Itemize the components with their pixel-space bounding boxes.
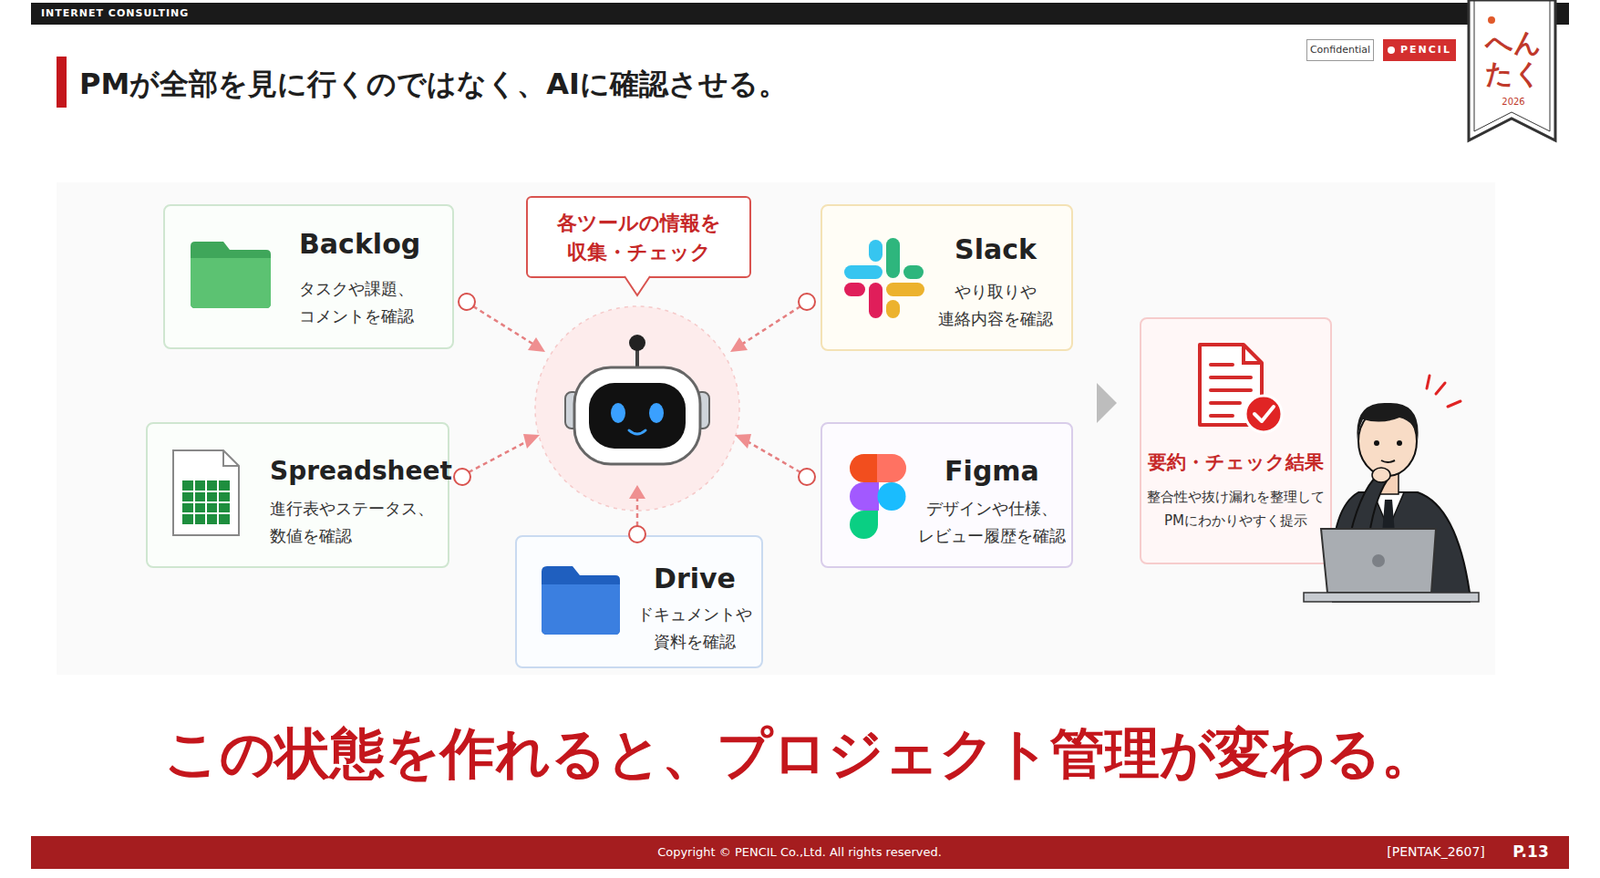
robot (535, 306, 740, 511)
robot (565, 392, 580, 429)
tool-box: Drive ドキュメントや 資料を確認 (515, 535, 764, 669)
copyright: Copyright © PENCIL Co.,Ltd. All rights r… (657, 845, 942, 859)
pm-person (1372, 492, 1404, 529)
logo-pennant (1468, 0, 1556, 141)
pm-person (1331, 492, 1470, 602)
title-accent (56, 56, 67, 108)
arrow-origin-dots (798, 468, 816, 486)
flow-triangle (1096, 382, 1117, 424)
arrow-heads (730, 337, 748, 352)
node-heading: 各ツールの情報を 収集・チェック (527, 208, 750, 268)
tool-box: Spreadsheet 進行表やステータス、 数値を確認 (145, 422, 450, 568)
pm-person (1372, 554, 1385, 568)
collect-arrows (468, 306, 801, 527)
robot (629, 334, 646, 351)
robot (610, 402, 626, 424)
pm-person (1396, 440, 1403, 446)
event-logo: へんたく (1484, 27, 1543, 90)
robot (635, 348, 640, 368)
pm-person (1303, 592, 1479, 602)
node-body: やり取りや 連絡内容を確認 (927, 278, 1064, 333)
flow-triangle (1096, 382, 1117, 424)
logo-sun (1487, 16, 1496, 24)
logo-pennant (1468, 0, 1556, 141)
pm-person (1347, 474, 1388, 548)
arrow-origin-dots (798, 293, 816, 310)
arrow-heads (734, 433, 752, 449)
logo-pennant (1474, 0, 1550, 132)
node-body: 進行表やステータス、 数値を確認 (269, 495, 448, 550)
confidential-badge: Confidential (1306, 39, 1374, 62)
collect-arrows (743, 439, 801, 473)
node-heading: Spreadsheet (269, 454, 444, 488)
tool-box: Backlog タスクや課題、 コメントを確認 (163, 204, 455, 350)
node-heading: Drive (626, 562, 764, 596)
robot (649, 402, 664, 424)
pm-person (1358, 406, 1417, 476)
node-heading: Slack (927, 233, 1064, 267)
pm-person (1382, 499, 1395, 543)
robot (588, 382, 686, 449)
arrow-heads (629, 485, 646, 499)
node-body: ドキュメントや 資料を確認 (626, 600, 764, 656)
collect-arrows (468, 439, 531, 473)
node-heading: 要約・チェック結果 (1141, 448, 1331, 476)
callout-box: 各ツールの情報を 収集・チェック (526, 196, 752, 279)
robot (629, 430, 646, 434)
pm-person (1321, 528, 1436, 593)
arrow-heads (523, 433, 540, 449)
node-body: 整合性や抜け漏れを整理して PMにわかりやすく提示 (1142, 485, 1330, 533)
page-number: P.13 (1512, 842, 1549, 861)
collect-arrows (473, 306, 537, 347)
pm-person (1356, 402, 1418, 442)
slide-caption: この状態を作れると、プロジェクト管理が変わる。 (0, 720, 1600, 786)
collect-arrows (738, 306, 801, 347)
node-heading: Figma (913, 454, 1071, 488)
logo-sun (1487, 16, 1496, 24)
arrow-origin-dots (458, 293, 475, 310)
pm-person (1373, 440, 1380, 446)
robot (535, 306, 740, 511)
pm-person (1376, 466, 1399, 495)
robot (535, 306, 740, 511)
slide-title: PMが全部を見に行くのではなく、AIに確認させる。 (79, 65, 788, 103)
tool-box: Slack やり取りや 連絡内容を確認 (820, 204, 1074, 351)
node-body: デザインや仕様、 レビュー履歴を確認 (913, 495, 1071, 550)
pm-person (1372, 467, 1391, 483)
node-heading: Backlog (299, 227, 445, 261)
callout-pointer (624, 276, 651, 296)
header-bar (30, 2, 1570, 25)
robot (574, 367, 701, 465)
pm-person (1381, 460, 1395, 463)
node-body: タスクや課題、 コメントを確認 (299, 275, 427, 331)
collect-arrows (636, 493, 640, 527)
company-badge: PENCIL (1383, 39, 1456, 62)
arrow-origin-dots (454, 293, 816, 543)
arrow-origin-dots (454, 468, 471, 486)
header-label: INTERNET CONSULTING (41, 7, 189, 20)
doc-code: [PENTAK_2607] (1386, 844, 1486, 859)
pm-person (1426, 375, 1461, 407)
result-box: 要約・チェック結果整合性や抜け漏れを整理して PMにわかりやすく提示 (1139, 317, 1332, 565)
event-year: 2026 (1496, 96, 1530, 107)
robot (694, 392, 710, 429)
arrow-heads (523, 337, 752, 499)
tool-box: Figma デザインや仕様、 レビュー履歴を確認 (820, 422, 1074, 568)
arrow-heads (527, 337, 546, 352)
